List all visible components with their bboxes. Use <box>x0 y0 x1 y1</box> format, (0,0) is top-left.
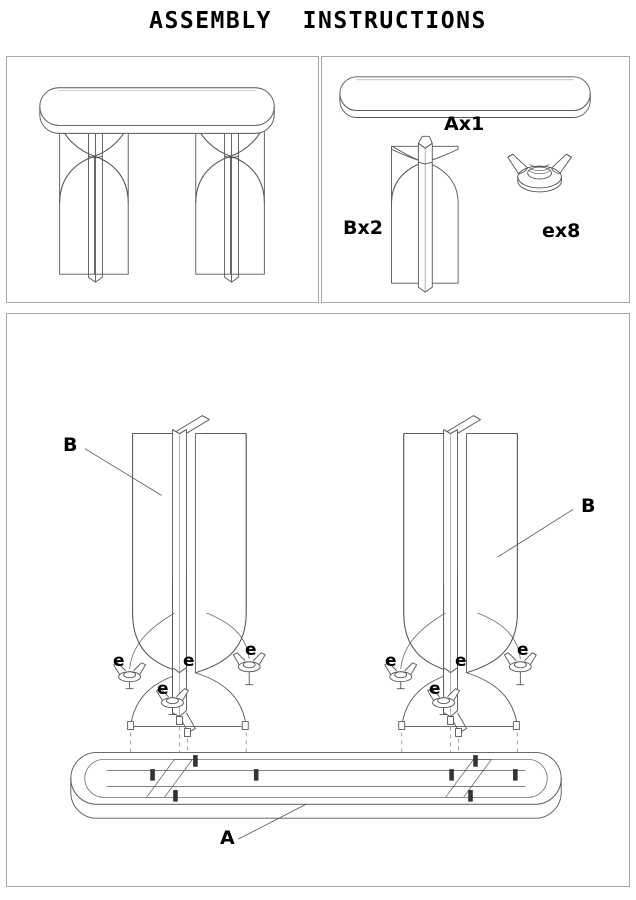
part-label-b: Bx2 <box>343 217 383 239</box>
parts-drawings <box>339 76 591 293</box>
part-label-a: Ax1 <box>444 113 485 135</box>
tabletop-bolt-studs <box>150 755 518 802</box>
step-leg-right <box>384 415 537 737</box>
callout-label-left-leg: B <box>63 434 78 456</box>
assembled-leg-right <box>195 118 265 283</box>
part-label-e: ex8 <box>542 220 581 242</box>
wingnut-right-2 <box>427 688 460 716</box>
fastener-label-e-left-4: e <box>245 640 257 660</box>
wingnut-left-4 <box>232 652 266 686</box>
wingnut-right-4 <box>503 652 537 686</box>
fastener-label-e-right-1: e <box>385 651 397 671</box>
fastener-label-e-left-2: e <box>157 679 169 699</box>
callout-label-right-leg: B <box>581 495 596 517</box>
fastener-label-e-right-2: e <box>429 679 441 699</box>
wingnut-left-1 <box>113 662 147 690</box>
assembled-leg-left <box>59 118 129 283</box>
fastener-label-e-right-4: e <box>517 640 529 660</box>
step-leg-left <box>113 415 266 737</box>
fastener-label-e-left-3: e <box>183 651 195 671</box>
assembly-step-drawing <box>70 415 574 840</box>
callout-leader-lines <box>84 448 574 840</box>
step-tabletop <box>70 752 562 819</box>
assembled-table-drawing <box>39 87 275 283</box>
callout-label-tabletop: A <box>220 827 235 849</box>
fastener-label-e-right-3: e <box>455 651 467 671</box>
part-b-leg-drawing <box>391 135 459 293</box>
panel-parts-list: Ax1 Bx2 ex8 <box>321 56 630 303</box>
assembled-tabletop <box>39 87 275 134</box>
wingnut-left-2 <box>156 688 189 716</box>
page-title: ASSEMBLY INSTRUCTIONS <box>149 8 487 34</box>
part-e-wingnut-drawing <box>507 153 572 193</box>
part-a-tabletop-drawing <box>339 76 591 118</box>
panel-assembly-step: B B A e e e e e e e e <box>6 313 630 887</box>
wingnut-right-1 <box>384 662 418 690</box>
fastener-label-e-left-1: e <box>113 651 125 671</box>
panel-assembled-view <box>6 56 319 303</box>
